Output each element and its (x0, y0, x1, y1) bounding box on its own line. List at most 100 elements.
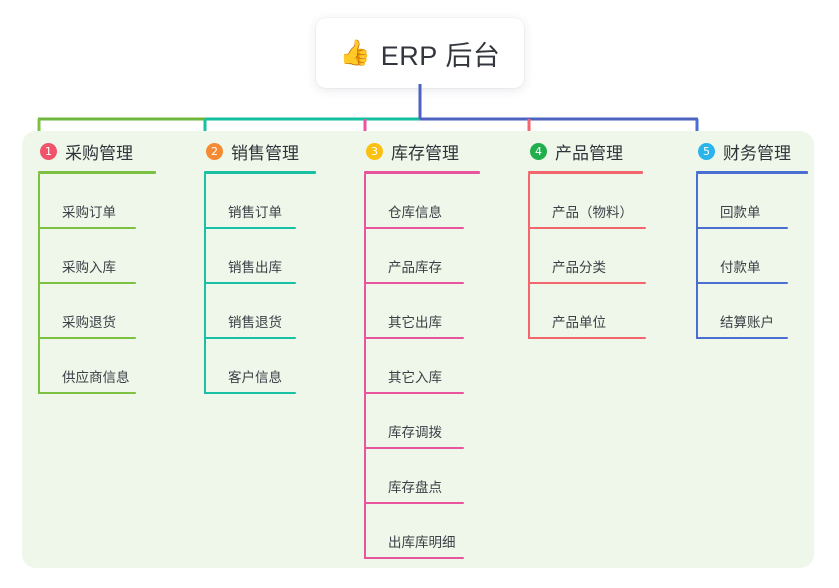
branch-item-rule (696, 227, 788, 229)
branch-item-rule (38, 392, 136, 394)
branch-spine (364, 174, 366, 559)
branch-header-rule (204, 171, 316, 174)
branch-item[interactable]: 库存盘点 (364, 449, 480, 504)
branch-item-label: 付款单 (720, 260, 761, 275)
branch-item-rule (364, 447, 464, 449)
branch-item-label: 结算账户 (720, 315, 774, 330)
thumbs-up-emoji: 👍 (339, 38, 371, 67)
branch-item-label: 仓库信息 (388, 205, 442, 220)
branch-item-label: 产品（物料） (552, 205, 633, 220)
branch-title: 库存管理 (391, 143, 459, 163)
branch-title: 产品管理 (555, 143, 623, 163)
branch-item-label: 采购订单 (62, 205, 116, 220)
branch-item-label: 采购入库 (62, 260, 116, 275)
branch-header-4[interactable]: 4 产品管理 (528, 131, 643, 171)
branch-header-1[interactable]: 1 采购管理 (38, 131, 156, 171)
branch-item-rule (364, 392, 464, 394)
branch-item-list: 仓库信息产品库存其它出库其它入库库存调拨库存盘点出库库明细 (364, 174, 480, 559)
branch-item[interactable]: 销售订单 (204, 174, 316, 229)
branch-item-list: 销售订单销售出库销售退货客户信息 (204, 174, 316, 394)
branch-item-label: 销售订单 (228, 205, 282, 220)
branch-item[interactable]: 采购订单 (38, 174, 156, 229)
branch-item[interactable]: 客户信息 (204, 339, 316, 394)
branch-column-1: 1 采购管理采购订单采购入库采购退货供应商信息 (38, 131, 156, 394)
branch-title: 销售管理 (231, 143, 299, 163)
branch-item[interactable]: 供应商信息 (38, 339, 156, 394)
branch-item-rule (696, 282, 788, 284)
branch-item-rule (204, 227, 296, 229)
branch-item[interactable]: 仓库信息 (364, 174, 480, 229)
branch-title: 财务管理 (723, 143, 791, 163)
branch-item-label: 供应商信息 (62, 370, 130, 385)
branch-item[interactable]: 产品（物料） (528, 174, 646, 229)
branch-item[interactable]: 结算账户 (696, 284, 808, 339)
branch-column-5: 5 财务管理回款单付款单结算账户 (696, 131, 808, 339)
branch-column-2: 2 销售管理销售订单销售出库销售退货客户信息 (204, 131, 316, 394)
branch-item-rule (696, 337, 788, 339)
branch-item-rule (364, 227, 464, 229)
branch-item-rule (528, 227, 646, 229)
branch-item[interactable]: 采购入库 (38, 229, 156, 284)
branch-item-rule (364, 502, 464, 504)
branch-item-rule (38, 227, 136, 229)
branch-item-list: 产品（物料） 产品分类产品单位 (528, 174, 646, 339)
root-node-card[interactable]: 👍 ERP 后台 (316, 18, 524, 88)
branch-item-label: 其它出库 (388, 315, 442, 330)
branch-item-rule (364, 337, 464, 339)
branch-item-rule (364, 557, 464, 559)
branch-item[interactable]: 库存调拨 (364, 394, 480, 449)
branch-item-rule (528, 282, 646, 284)
branch-item-label: 销售退货 (228, 315, 282, 330)
branch-item-list: 回款单付款单结算账户 (696, 174, 808, 339)
branch-item[interactable]: 产品库存 (364, 229, 480, 284)
root-node-title: ERP 后台 (380, 40, 501, 71)
branch-item-label: 产品库存 (388, 260, 442, 275)
branch-item-label: 出库库明细 (388, 535, 456, 550)
branch-item-label: 产品分类 (552, 260, 606, 275)
branch-item-label: 回款单 (720, 205, 761, 220)
branch-item[interactable]: 其它出库 (364, 284, 480, 339)
branch-item[interactable]: 出库库明细 (364, 504, 480, 559)
branch-item-label: 其它入库 (388, 370, 442, 385)
branch-item-rule (38, 282, 136, 284)
branch-item[interactable]: 付款单 (696, 229, 808, 284)
branch-header-3[interactable]: 3 库存管理 (364, 131, 480, 171)
branch-item[interactable]: 回款单 (696, 174, 808, 229)
branch-item-label: 产品单位 (552, 315, 606, 330)
branch-item-rule (528, 337, 646, 339)
branch-item-label: 库存调拨 (388, 425, 442, 440)
branch-item-rule (38, 337, 136, 339)
branch-header-5[interactable]: 5 财务管理 (696, 131, 808, 171)
branch-number-badge: 1 (40, 142, 57, 160)
branch-column-3: 3 库存管理仓库信息产品库存其它出库其它入库库存调拨库存盘点出库库明细 (364, 131, 480, 559)
branch-item-label: 库存盘点 (388, 480, 442, 495)
branch-header-rule (696, 171, 808, 174)
branch-number-badge: 4 (530, 142, 547, 160)
branch-item-label: 采购退货 (62, 315, 116, 330)
branch-item-list: 采购订单采购入库采购退货供应商信息 (38, 174, 156, 394)
branch-spine (696, 174, 698, 339)
branch-number-badge: 3 (366, 142, 383, 160)
branch-item-label: 客户信息 (228, 370, 282, 385)
branch-item-rule (204, 282, 296, 284)
branch-item[interactable]: 采购退货 (38, 284, 156, 339)
branch-spine (38, 174, 40, 394)
branch-number-badge: 5 (698, 142, 715, 160)
branch-item-rule (204, 392, 296, 394)
branch-item[interactable]: 销售出库 (204, 229, 316, 284)
branch-header-rule (38, 171, 156, 174)
branch-item-rule (364, 282, 464, 284)
branch-item[interactable]: 销售退货 (204, 284, 316, 339)
branch-title: 采购管理 (65, 143, 133, 163)
branch-item[interactable]: 其它入库 (364, 339, 480, 394)
branch-item[interactable]: 产品分类 (528, 229, 646, 284)
branches-panel: 1 采购管理采购订单采购入库采购退货供应商信息 2 销售管理销售订单销售出库销售退货客… (22, 131, 814, 568)
branch-spine (528, 174, 530, 339)
branch-header-rule (528, 171, 643, 174)
branch-item-rule (204, 337, 296, 339)
branch-item-label: 销售出库 (228, 260, 282, 275)
branch-number-badge: 2 (206, 142, 223, 160)
branch-item[interactable]: 产品单位 (528, 284, 646, 339)
branch-header-2[interactable]: 2 销售管理 (204, 131, 316, 171)
branch-spine (204, 174, 206, 394)
